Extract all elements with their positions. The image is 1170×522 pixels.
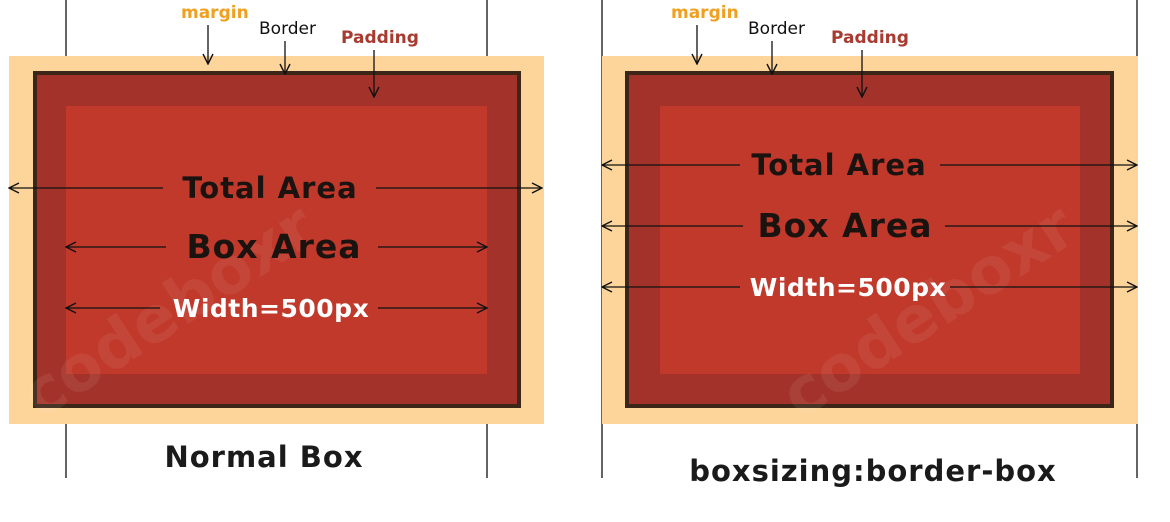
normal-box-diagram: codeboxr margin Border Padding Total Are… bbox=[8, 0, 544, 478]
padding-label: Padding bbox=[341, 28, 419, 48]
normal-box-caption: Normal Box bbox=[164, 440, 363, 474]
border-box-diagram: codeboxr margin Border Padding Total Are… bbox=[602, 0, 1138, 488]
content-area bbox=[660, 106, 1080, 374]
border-box-caption: boxsizing:border-box bbox=[689, 454, 1057, 488]
margin-label: margin bbox=[181, 3, 249, 23]
width-label: Width=500px bbox=[173, 294, 369, 323]
padding-label: Padding bbox=[831, 28, 909, 48]
margin-label: margin bbox=[671, 3, 739, 23]
total-area-label: Total Area bbox=[751, 148, 926, 182]
border-label: Border bbox=[748, 19, 805, 39]
border-label: Border bbox=[259, 19, 316, 39]
box-area-label: Box Area bbox=[757, 206, 932, 245]
box-area-label: Box Area bbox=[186, 227, 361, 266]
width-label: Width=500px bbox=[750, 273, 946, 302]
total-area-label: Total Area bbox=[182, 171, 357, 205]
content-area bbox=[66, 106, 487, 374]
